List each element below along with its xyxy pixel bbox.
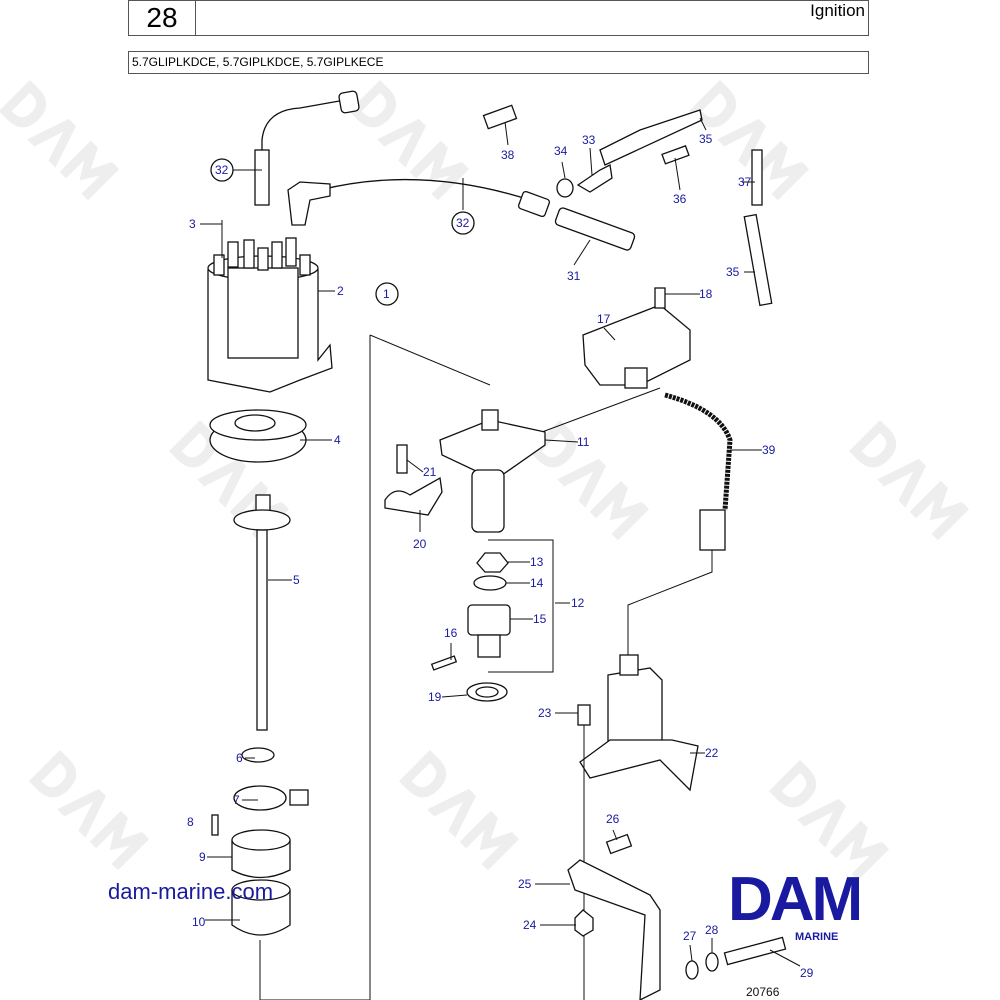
callout: 25 xyxy=(518,877,532,891)
callout: 34 xyxy=(554,144,568,158)
callout: 21 xyxy=(423,465,437,479)
callout: 39 xyxy=(762,443,776,457)
callout: 28 xyxy=(705,923,719,937)
website-link[interactable]: dam-marine.com xyxy=(108,879,274,904)
callout: 20 xyxy=(413,537,427,551)
callout: 15 xyxy=(533,612,547,626)
callout: 13 xyxy=(530,555,544,569)
dam-logo: DAM MARINE xyxy=(728,865,863,943)
svg-text:MARINE: MARINE xyxy=(795,931,838,943)
page-title: Ignition xyxy=(195,0,869,36)
callout: 37 xyxy=(738,175,752,189)
callout: 32 xyxy=(456,216,470,230)
callout: 5 xyxy=(293,573,300,587)
callout: 32 xyxy=(215,163,229,177)
callout: 14 xyxy=(530,576,544,590)
callout: 9 xyxy=(199,850,206,864)
callout: 6 xyxy=(236,751,243,765)
callout: 31 xyxy=(567,269,581,283)
callout: 3 xyxy=(189,217,196,231)
callout: 2 xyxy=(337,284,344,298)
callout: 24 xyxy=(523,918,537,932)
model-list: 5.7GLIPLKDCE, 5.7GIPLKDCE, 5.7GIPLKECE xyxy=(128,51,869,74)
drawing-number: 20766 xyxy=(746,985,780,999)
callout: 27 xyxy=(683,929,697,943)
callout: 35 xyxy=(726,265,740,279)
callout: 4 xyxy=(334,433,341,447)
callout: 19 xyxy=(428,690,442,704)
callout: 16 xyxy=(444,626,458,640)
spark-plug-lead xyxy=(261,99,346,200)
callout: 22 xyxy=(705,746,719,760)
callout: 26 xyxy=(606,812,620,826)
callout: 11 xyxy=(577,435,590,449)
callout: 38 xyxy=(501,148,515,162)
callout: 12 xyxy=(571,596,585,610)
distributor-cap xyxy=(207,220,333,393)
callout: 7 xyxy=(233,793,240,807)
callout: 8 xyxy=(187,815,194,829)
callout: 10 xyxy=(192,915,206,929)
callout: 1 xyxy=(383,287,390,301)
callout: 18 xyxy=(699,287,713,301)
callouts: 32 3 2 1 4 5 6 7 8 9 10 38 34 33 35 36 3… xyxy=(187,132,814,980)
callout: 36 xyxy=(673,192,687,206)
section-number: 28 xyxy=(128,0,196,36)
callout: 35 xyxy=(699,132,713,146)
svg-text:DAM: DAM xyxy=(728,865,860,934)
callout: 23 xyxy=(538,706,552,720)
callout: 33 xyxy=(582,133,596,147)
callout: 29 xyxy=(800,966,814,980)
callout: 17 xyxy=(597,312,611,326)
